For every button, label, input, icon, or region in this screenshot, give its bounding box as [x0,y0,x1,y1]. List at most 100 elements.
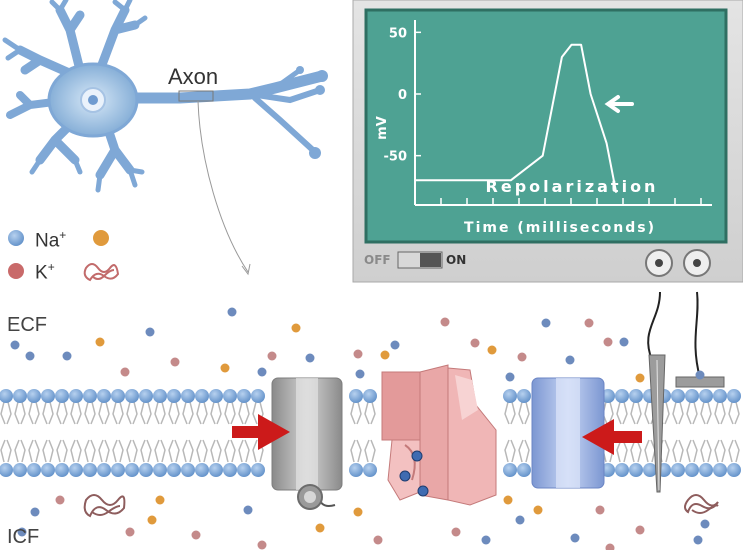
lipid-head-bottom [153,463,167,477]
lipid-head-top [671,389,685,403]
switch-on-label[interactable]: ON [446,253,467,267]
y-axis-label: mV [375,116,390,140]
lipid-tail-bottom [686,439,698,463]
lipid-head-bottom [167,463,181,477]
lipid-head-bottom [615,463,629,477]
lipid-tail-bottom [714,439,726,463]
lipid-head-top [223,389,237,403]
lipid-head-bottom [69,463,83,477]
lipid-head-bottom [55,463,69,477]
blue-potassium-channel [531,377,605,489]
lipid-head-top [125,389,139,403]
lipid-head-bottom [111,463,125,477]
lipid-tail-top [14,401,26,425]
lipid-tail-bottom [238,439,250,463]
lipid-tail-bottom [350,439,362,463]
lipid-head-top [83,389,97,403]
recording-electrode [647,291,666,493]
lipid-tail-top [364,401,376,425]
lipid-head-top [503,389,517,403]
sodium-ion [695,370,705,380]
lipid-tail-top [714,401,726,425]
repolarization-label: Repolarization [486,177,659,196]
lipid-head-bottom [195,463,209,477]
legend-sodium-ion [8,230,24,246]
lipid-head-top [97,389,111,403]
potassium-ion [257,540,267,550]
zoom-pointer-head [241,263,251,276]
pump-bound-sodium-2 [399,470,411,482]
orange-ion [503,495,513,505]
legend-potassium-text: K [35,262,48,284]
lipid-tail-top [70,401,82,425]
potassium-ion [440,317,450,327]
lipid-head-bottom [27,463,41,477]
lipid-head-bottom [181,463,195,477]
lipid-head-top [111,389,125,403]
lipid-tail-bottom [126,439,138,463]
lipid-tail-top [56,401,68,425]
sodium-ion [355,369,365,379]
potassium-ion [517,352,527,362]
axon-zoom-box [178,90,214,102]
potassium-ion [595,505,605,515]
icf-protein-right [684,494,719,514]
repolarization-arrow [604,95,634,113]
sodium-ion [62,351,72,361]
lipid-tail-top [518,401,530,425]
lipid-head-bottom [209,463,223,477]
sodium-ion [17,527,27,537]
lipid-head-bottom [41,463,55,477]
lipid-tail-bottom [140,439,152,463]
legend-sodium-sup: + [59,228,67,242]
lipid-tail-top [112,401,124,425]
sodium-ion [390,340,400,350]
lipid-tail-top [630,401,642,425]
lipid-tail-top [672,401,684,425]
power-switch-knob[interactable] [420,253,441,267]
lipid-head-bottom [97,463,111,477]
lipid-tail-top [210,401,222,425]
lipid-head-bottom [685,463,699,477]
sodium-ion [10,340,20,350]
lipid-head-bottom [251,463,265,477]
potassium-ion [373,535,383,545]
lipid-tail-top [28,401,40,425]
legend-sodium-text: Na [35,230,60,252]
lipid-head-top [55,389,69,403]
lipid-head-bottom [237,463,251,477]
orange-ion [291,323,301,333]
switch-off-label[interactable]: OFF [364,253,391,267]
y-tick-label: 0 [398,88,407,103]
potassium-ion [451,527,461,537]
lipid-tail-bottom [700,439,712,463]
lipid-tail-bottom [28,439,40,463]
lipid-head-bottom [503,463,517,477]
lipid-tail-top [154,401,166,425]
y-tick-label: -50 [384,150,408,165]
ecf-label: ECF [7,314,47,336]
lipid-head-bottom [713,463,727,477]
orange-ion [353,507,363,517]
lipid-tail-bottom [0,439,12,463]
lipid-tail-bottom [84,439,96,463]
lipid-tail-top [98,401,110,425]
potassium-ion [120,367,130,377]
potassium-ion [603,337,613,347]
neuron-nucleolus [88,95,98,105]
lipid-head-bottom [349,463,363,477]
lipid-tail-bottom [364,439,376,463]
orange-ion [635,373,645,383]
sodium-ion [570,533,580,543]
icf-label: ICF [7,526,40,548]
lipid-head-bottom [363,463,377,477]
lipid-tail-bottom [168,439,180,463]
sodium-ion [505,372,515,382]
lipid-tail-bottom [196,439,208,463]
lipid-head-top [181,389,195,403]
lipid-tail-top [700,401,712,425]
legend-potassium-ion [8,263,24,279]
pump-bound-sodium-1 [411,450,423,462]
lipid-head-top [685,389,699,403]
